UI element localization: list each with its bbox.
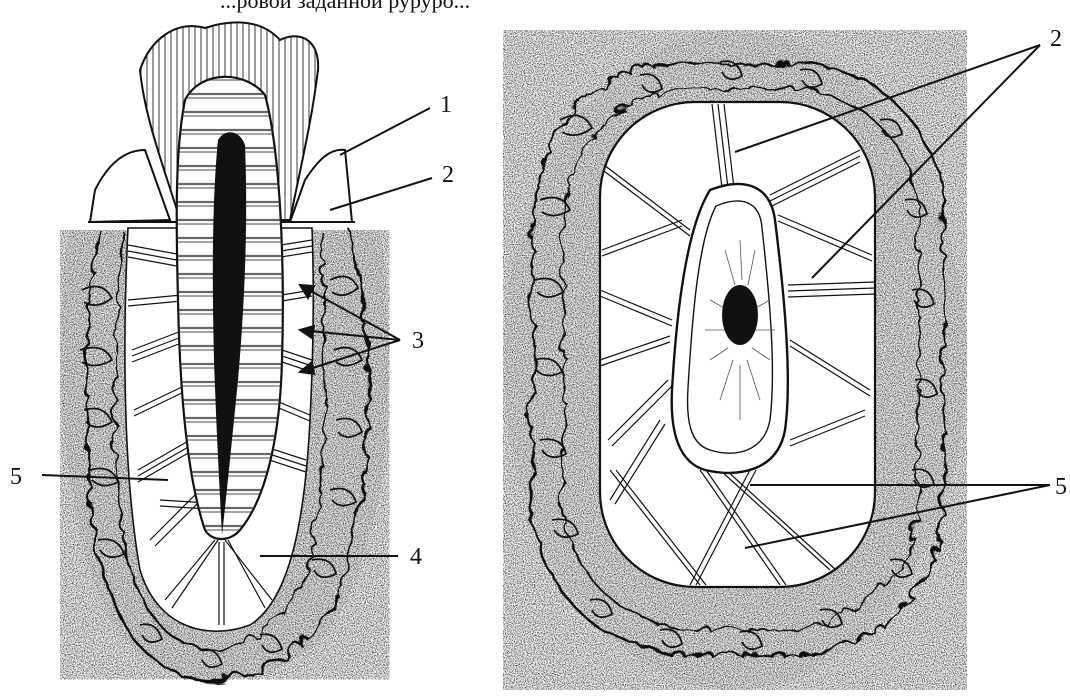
label-3: 3: [412, 328, 424, 354]
label-5: 5: [10, 464, 22, 490]
label-2-right: 2: [1050, 26, 1062, 52]
left-tooth-figure: 1 2 3 5 4: [10, 22, 454, 679]
label-2: 2: [442, 162, 454, 188]
label-1: 1: [440, 92, 452, 118]
right-cross-section-figure: 2 5: [503, 26, 1067, 690]
gingiva-left: [90, 150, 170, 222]
caption-fragment: ...ровой заданной руруро...: [220, 0, 470, 13]
label-5-right: 5: [1055, 474, 1067, 500]
label-4: 4: [410, 544, 422, 570]
pulp-right: [722, 285, 758, 345]
